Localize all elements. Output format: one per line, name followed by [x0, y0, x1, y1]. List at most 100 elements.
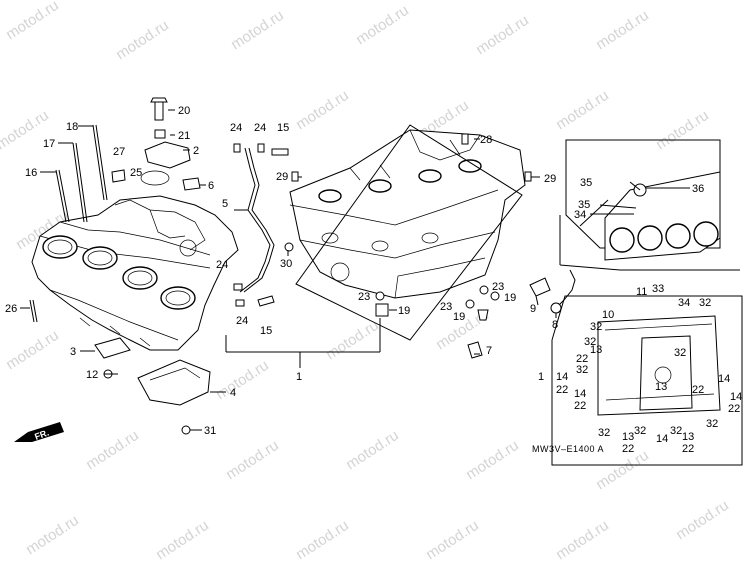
callout-32: 32 — [576, 364, 588, 376]
callout-12: 12 — [86, 369, 98, 381]
cylinder-studs — [29, 124, 108, 323]
head-gasket — [604, 171, 721, 261]
crankcase — [289, 129, 526, 299]
watermark: motod.ru — [353, 2, 412, 49]
callout-14: 14 — [718, 373, 730, 385]
callout-24: 24 — [230, 122, 242, 134]
callout-13: 13 — [682, 431, 694, 443]
callout-19: 19 — [504, 292, 516, 304]
watermark: motod.ru — [228, 7, 287, 54]
watermark: motod.ru — [3, 327, 62, 374]
small-parts-center — [291, 133, 576, 359]
callout-32: 32 — [670, 425, 682, 437]
watermark: motod.ru — [553, 87, 612, 134]
callout-18: 18 — [66, 121, 78, 133]
callout-9: 9 — [530, 303, 536, 315]
callout-13: 13 — [590, 344, 602, 356]
watermark: motod.ru — [553, 517, 612, 564]
watermark: motod.ru — [293, 517, 352, 564]
watermark: motod.ru — [113, 17, 172, 64]
callout-1: 1 — [538, 371, 544, 383]
callout-24: 24 — [236, 315, 248, 327]
watermark: motod.ru — [223, 437, 282, 484]
callout-32: 32 — [584, 336, 596, 348]
callout-32: 32 — [674, 347, 686, 359]
callout-13: 13 — [622, 431, 634, 443]
watermark: motod.ru — [213, 357, 272, 404]
callout-36: 36 — [692, 183, 704, 195]
callout-15: 15 — [260, 325, 272, 337]
callout-21: 21 — [178, 130, 190, 142]
callout-27: 27 — [113, 146, 125, 158]
watermark: motod.ru — [473, 12, 532, 59]
callout-31: 31 — [204, 425, 216, 437]
callout-20: 20 — [178, 105, 190, 117]
oil-pipe — [233, 143, 294, 307]
callout-6: 6 — [208, 180, 214, 192]
callout-30: 30 — [280, 258, 292, 270]
callout-34: 34 — [574, 209, 586, 221]
callout-10: 10 — [602, 309, 614, 321]
callout-23: 23 — [358, 291, 370, 303]
callout-19: 19 — [453, 311, 465, 323]
watermark: motod.ru — [343, 427, 402, 474]
watermark: motod.ru — [653, 107, 712, 154]
callout-23: 23 — [492, 281, 504, 293]
oil-pan-gasket — [597, 315, 721, 416]
watermark: motod.ru — [593, 7, 652, 54]
fr-direction-arrow: FR. — [14, 422, 64, 442]
callout-15: 15 — [277, 122, 289, 134]
watermark: motod.ru — [23, 512, 82, 559]
watermark: motod.ru — [323, 317, 382, 364]
callout-32: 32 — [590, 321, 602, 333]
watermark: motod.ru — [3, 0, 62, 43]
callout-32: 32 — [706, 418, 718, 430]
callout-22: 22 — [574, 400, 586, 412]
group-brackets — [225, 124, 743, 466]
small-parts-upper — [94, 97, 211, 435]
callout-14: 14 — [730, 391, 742, 403]
watermark: motod.ru — [293, 87, 352, 134]
callout-22: 22 — [622, 443, 634, 455]
watermark: motod.ru — [673, 497, 732, 544]
fr-label: FR. — [33, 428, 50, 442]
watermark: motod.ru — [463, 437, 522, 484]
callout-22: 22 — [576, 353, 588, 365]
callout-7: 7 — [486, 345, 492, 357]
callout-14: 14 — [656, 433, 668, 445]
callout-17: 17 — [43, 138, 55, 150]
watermark: motod.ru — [423, 517, 482, 564]
callout-32: 32 — [598, 427, 610, 439]
callout-28: 28 — [480, 134, 492, 146]
leader-lines — [20, 109, 690, 431]
callout-5: 5 — [222, 198, 228, 210]
callout-1: 1 — [296, 371, 302, 383]
cylinder-block — [31, 195, 239, 351]
callout-13: 13 — [655, 381, 667, 393]
callout-35: 35 — [578, 199, 590, 211]
callout-24: 24 — [216, 259, 228, 271]
watermark: motod.ru — [153, 517, 212, 564]
callout-14: 14 — [574, 388, 586, 400]
callout-8: 8 — [552, 319, 558, 331]
callout-22: 22 — [682, 443, 694, 455]
callout-34: 34 — [678, 297, 690, 309]
callout-22: 22 — [692, 384, 704, 396]
callout-32: 32 — [699, 297, 711, 309]
callout-4: 4 — [230, 387, 236, 399]
callout-2: 2 — [193, 145, 199, 157]
callout-24: 24 — [254, 122, 266, 134]
callout-33: 33 — [652, 283, 664, 295]
watermark: motod.ru — [83, 427, 142, 474]
callout-35: 35 — [580, 177, 592, 189]
callout-26: 26 — [5, 303, 17, 315]
callout-11: 11 — [636, 286, 647, 298]
callout-14: 14 — [556, 371, 568, 383]
callout-22: 22 — [728, 403, 740, 415]
callout-25: 25 — [130, 167, 142, 179]
diagram-code: MW3V–E1400 A — [532, 444, 604, 454]
callout-32: 32 — [634, 425, 646, 437]
callout-19: 19 — [398, 305, 410, 317]
